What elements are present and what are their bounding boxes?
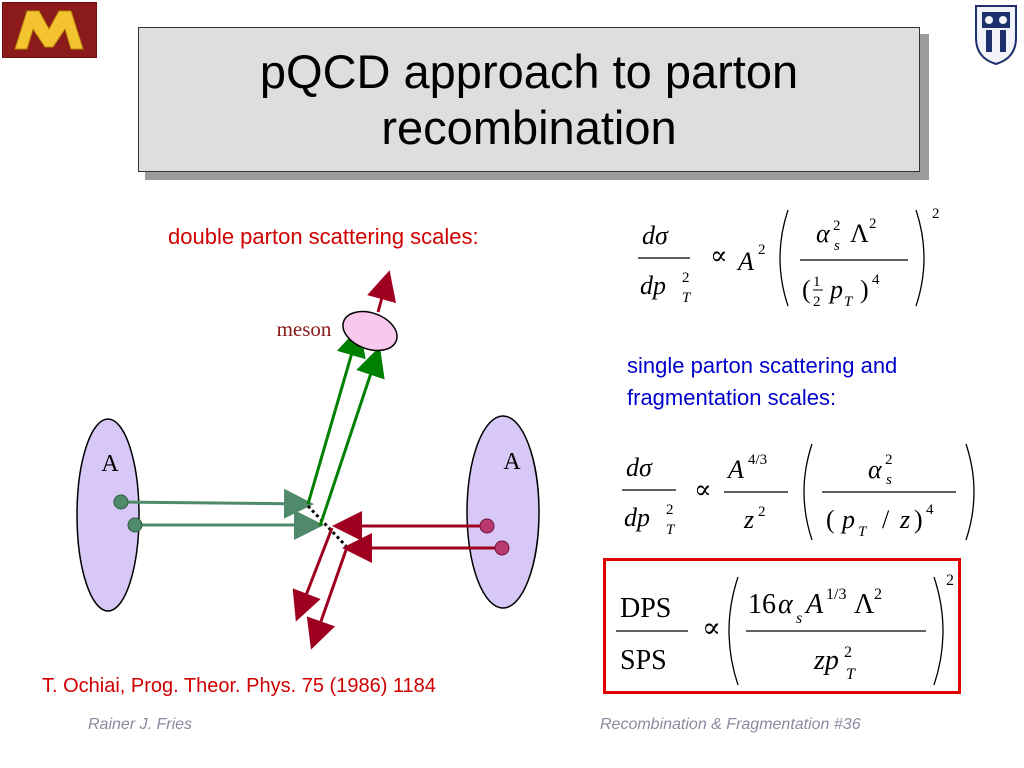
parton-right-2 [494, 540, 510, 556]
gold-m-logo-icon [14, 10, 84, 50]
svg-text:2: 2 [813, 294, 821, 310]
svg-text:2: 2 [833, 218, 841, 234]
svg-text:2: 2 [758, 504, 766, 520]
svg-text:2: 2 [932, 206, 940, 222]
svg-text:p: p [840, 505, 855, 534]
svg-text:α: α [816, 219, 831, 248]
dsigma-numerator: dσ [642, 221, 669, 250]
svg-text:T: T [858, 524, 868, 540]
parton-left-2 [127, 517, 143, 533]
svg-text:p: p [828, 275, 843, 304]
single-parton-label: single parton scattering and fragmentati… [627, 353, 898, 410]
svg-text:2: 2 [682, 270, 690, 286]
parton-right-1 [479, 518, 495, 534]
svg-text:4: 4 [872, 272, 880, 288]
footer-author: Rainer J. Fries [88, 716, 193, 733]
svg-text:(: ( [826, 505, 835, 534]
university-logo-left [2, 2, 97, 58]
svg-text:z: z [743, 505, 754, 534]
svg-text:4: 4 [926, 502, 934, 518]
svg-text:A: A [736, 247, 754, 276]
nucleus-left-label: A [101, 451, 119, 477]
double-parton-label: double parton scattering scales: [168, 224, 479, 249]
svg-text:2: 2 [885, 452, 893, 468]
university-seal-right [972, 2, 1020, 68]
page-title: pQCD approach to parton recombination [259, 44, 799, 154]
svg-text:z: z [899, 505, 910, 534]
svg-text:T: T [666, 522, 676, 538]
nucleus-left [76, 418, 140, 612]
svg-text:2: 2 [869, 216, 877, 232]
svg-text:): ) [860, 275, 869, 304]
svg-text:A: A [726, 455, 744, 484]
footer-slide-title: Recombination & Fragmentation #36 [600, 716, 861, 733]
svg-text:s: s [796, 610, 802, 627]
svg-text:∝: ∝ [694, 475, 712, 504]
svg-text:T: T [846, 666, 856, 683]
svg-text:α: α [778, 589, 794, 620]
svg-text:Λ: Λ [854, 589, 875, 620]
sixteen-text: 16 [748, 589, 776, 620]
svg-text:2: 2 [874, 586, 882, 603]
svg-text:): ) [914, 505, 923, 534]
parton-left-1 [113, 494, 129, 510]
svg-text:/: / [882, 505, 890, 534]
svg-text:1/3: 1/3 [826, 586, 846, 603]
meson-label: meson [277, 317, 332, 341]
svg-text:1: 1 [813, 274, 821, 290]
dsigma-numerator-2: dσ [626, 453, 653, 482]
reference-citation: T. Ochiai, Prog. Theor. Phys. 75 (1986) … [42, 675, 436, 697]
svg-text:2: 2 [946, 572, 954, 589]
svg-text:4/3: 4/3 [748, 452, 767, 468]
dps-text: DPS [620, 593, 671, 624]
svg-text:(: ( [802, 275, 811, 304]
shield-seal-icon [975, 5, 1017, 66]
svg-text:A: A [804, 589, 824, 620]
svg-text:2: 2 [758, 242, 766, 258]
svg-text:zp: zp [813, 645, 839, 676]
svg-text:Λ: Λ [850, 219, 869, 248]
dps-sps-ratio-box: DPS SPS ∝ 16 α s A 1/3 Λ 2 zp 2 T 2 [603, 558, 961, 694]
title-box: pQCD approach to parton recombination [138, 27, 920, 172]
svg-text:T: T [844, 294, 854, 310]
formula-single-parton: dσ dp 2 T ∝ A 4/3 z 2 α 2 s ( p T / z ) … [622, 443, 975, 541]
formula-double-parton: dσ dp 2 T ∝ A 2 α 2 s Λ 2 ( 1 2 p T ) 4 … [638, 206, 940, 310]
svg-text:2: 2 [666, 502, 674, 518]
svg-text:s: s [886, 472, 892, 488]
svg-text:s: s [834, 238, 840, 254]
meson-ellipse [342, 310, 398, 352]
svg-text:2: 2 [844, 644, 852, 661]
dpt-denominator: dp [640, 271, 666, 300]
svg-text:α: α [868, 455, 883, 484]
svg-text:∝: ∝ [702, 613, 721, 644]
parton-recombination-diagram: A A meson [76, 270, 540, 650]
formula-ratio: DPS SPS ∝ 16 α s A 1/3 Λ 2 zp 2 T 2 [616, 572, 954, 686]
svg-text:∝: ∝ [710, 241, 728, 270]
nucleus-right [466, 415, 540, 609]
nucleus-right-label: A [503, 449, 521, 475]
sps-text: SPS [620, 645, 667, 676]
svg-text:T: T [682, 290, 692, 306]
dpt-denominator-2: dp [624, 503, 650, 532]
